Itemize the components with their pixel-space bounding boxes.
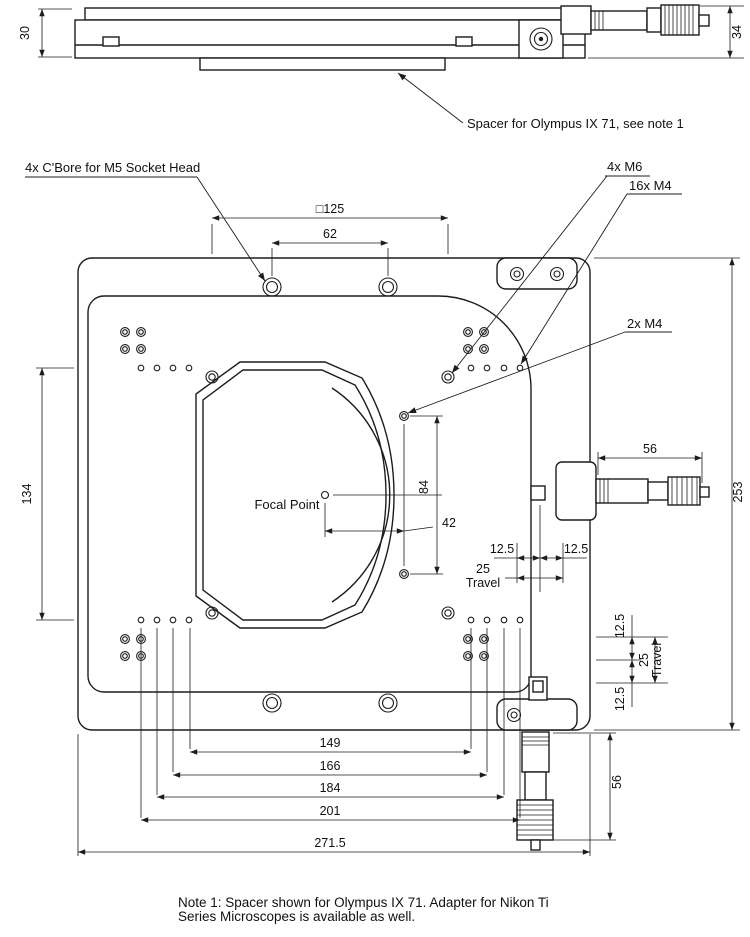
focal-point-label: Focal Point <box>254 497 319 512</box>
top-view-micrometer <box>518 4 710 59</box>
dim-square-125: □125 <box>316 202 344 216</box>
y-travel-dimensions: 12.5 25 Travel 12.5 <box>596 614 668 711</box>
dim-34: 34 <box>730 25 744 39</box>
dim-y-travel-label: Travel <box>650 643 664 677</box>
dim-56-side: 56 <box>643 442 657 456</box>
dim-166: 166 <box>320 759 341 773</box>
callout-leaders: 4x C'Bore for M5 Socket Head 4x M6 16x M… <box>25 159 682 414</box>
top-plate <box>87 295 532 693</box>
callout-m4-16: 16x M4 <box>629 178 672 193</box>
dim-62: 62 <box>323 227 337 241</box>
bottom-dimensions: 149 166 184 201 271.5 <box>77 628 591 856</box>
dim-x-travel-left: 12.5 <box>490 542 514 556</box>
callout-m4-2: 2x M4 <box>627 316 662 331</box>
callout-m6: 4x M6 <box>607 159 642 174</box>
dim-x-travel-right: 12.5 <box>564 542 588 556</box>
top-view-stage <box>74 4 710 71</box>
dim-y-travel-top: 12.5 <box>613 614 627 638</box>
spacer-callout-text: Spacer for Olympus IX 71, see note 1 <box>467 116 684 131</box>
drawing-note: Note 1: Spacer shown for Olympus IX 71. … <box>178 895 549 924</box>
focal-point-marker <box>320 490 330 500</box>
dim-y-travel-bottom: 12.5 <box>613 687 627 711</box>
front-view <box>77 257 710 851</box>
knurl-hatch <box>517 804 553 836</box>
front-view-dimensions: □125 62 134 84 42 56 253 <box>20 202 745 856</box>
dim-149: 149 <box>320 736 341 750</box>
dim-42: 42 <box>442 516 456 530</box>
spacer-plate <box>199 57 446 71</box>
dim-201: 201 <box>320 804 341 818</box>
spacer-callout: Spacer for Olympus IX 71, see note 1 <box>397 72 684 131</box>
dim-x-travel-label: Travel <box>466 576 500 590</box>
callout-cbore: 4x C'Bore for M5 Socket Head <box>25 160 200 175</box>
corner-clamp-bottom-right <box>496 698 578 731</box>
knurl-hatch <box>671 477 698 505</box>
dim-253: 253 <box>731 482 745 503</box>
x-travel-dimensions: 12.5 12.5 25 Travel <box>466 505 588 592</box>
dim-184: 184 <box>320 781 341 795</box>
note-line-2: Series Microscopes is available as well. <box>178 909 415 924</box>
micrometer-y-axis <box>516 676 554 851</box>
note-line-1: Note 1: Spacer shown for Olympus IX 71. … <box>178 895 549 910</box>
dim-134: 134 <box>20 484 34 505</box>
dim-56-bottom: 56 <box>610 775 624 789</box>
knurl-hatch <box>664 5 694 35</box>
top-view-dimensions: 30 34 <box>18 5 744 59</box>
dim-271-5: 271.5 <box>314 836 345 850</box>
dim-84: 84 <box>417 480 431 494</box>
corner-clamp-top-right <box>496 257 578 290</box>
dim-y-travel-value: 25 <box>637 653 651 667</box>
dim-x-travel-value: 25 <box>476 562 490 576</box>
dim-30: 30 <box>18 26 32 40</box>
micrometer-x-axis <box>530 461 710 521</box>
